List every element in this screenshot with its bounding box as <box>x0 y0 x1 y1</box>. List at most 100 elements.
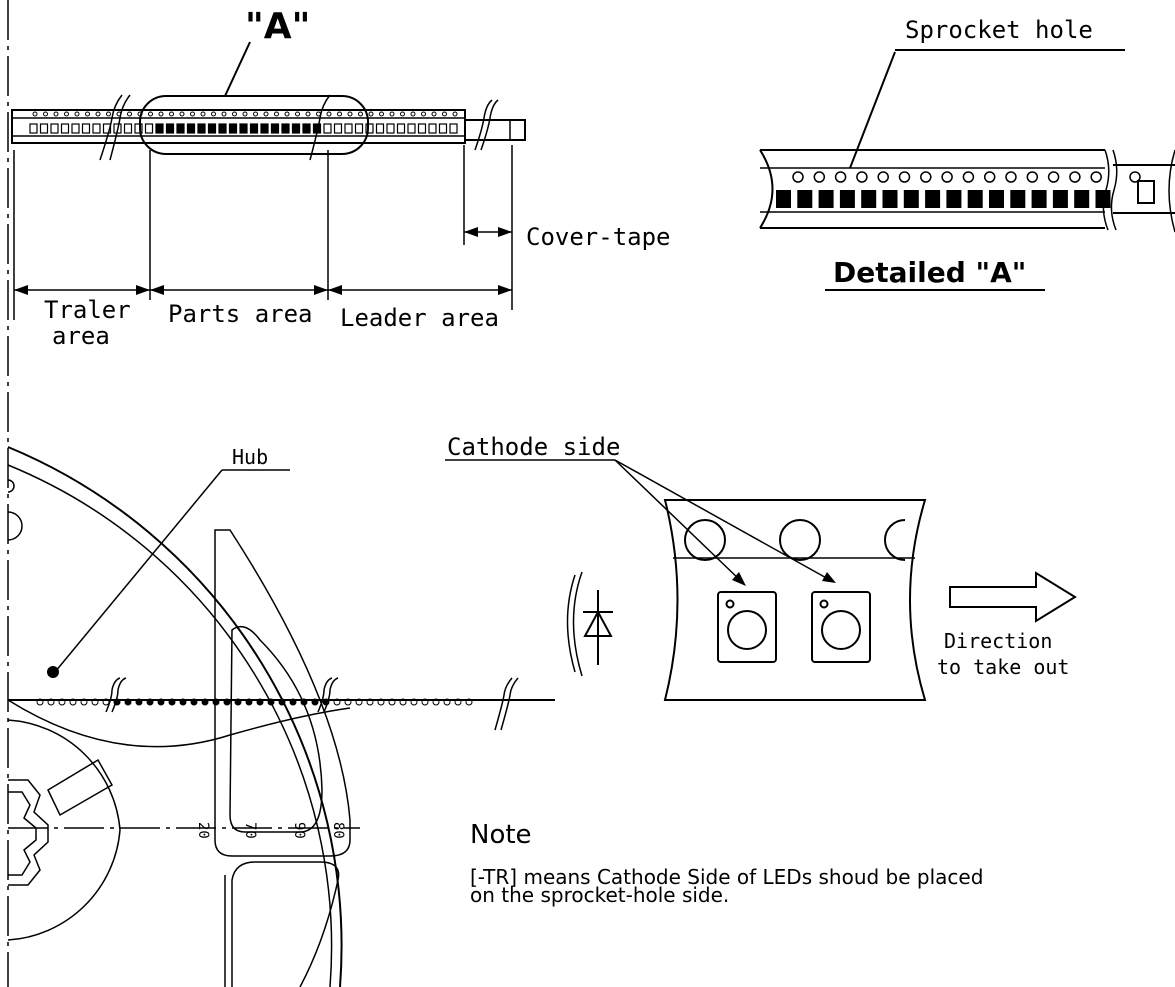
detail-part <box>967 190 983 208</box>
reel-tape-pocket <box>267 698 275 706</box>
sprocket-hole <box>431 111 437 117</box>
tape-pocket-empty <box>365 123 374 134</box>
tape-pocket-empty <box>417 123 427 134</box>
reel-tape-pocket <box>388 698 396 706</box>
reel-tape-pocket <box>333 698 341 706</box>
sprocket-hole <box>326 111 332 117</box>
sprocket-hole <box>232 111 237 117</box>
note-line-1: [-TR] means Cathode Side of LEDs shoud b… <box>470 865 983 889</box>
reel-tape-pocket <box>421 698 429 706</box>
detail-sprocket-hole <box>792 171 804 183</box>
detail-part <box>989 190 1004 208</box>
reel-tape-pocket <box>399 698 407 706</box>
hub-marker <box>47 666 59 678</box>
reel-tape-pocket <box>465 698 473 706</box>
sprocket-hole <box>137 111 143 117</box>
reel-tape-pocket <box>344 698 352 706</box>
carrier-tape <box>663 499 927 701</box>
sprocket-hole <box>242 111 248 117</box>
tape-overview <box>11 41 526 320</box>
detail-a-tape <box>759 149 1105 229</box>
sprocket-hole <box>400 111 405 117</box>
sprocket-hole <box>148 111 153 117</box>
sprocket-hole-label: Sprocket hole <box>905 16 1093 44</box>
detail-a-empty-pocket <box>1137 180 1155 204</box>
parts-area-label: Parts area <box>168 300 313 328</box>
sprocket-hole <box>85 111 90 117</box>
tape-pocket-empty <box>407 123 416 134</box>
tape-pockets <box>29 123 458 134</box>
sprocket-hole <box>43 111 48 117</box>
detail-sprocket-hole <box>1005 171 1017 183</box>
sprocket-hole <box>179 111 185 117</box>
detail-part <box>925 190 941 208</box>
tape-pocket-empty <box>449 123 458 134</box>
reel-upper-window <box>214 529 351 857</box>
leader-area-label: Leader area <box>340 304 499 332</box>
reel-tape-pocket <box>91 698 99 706</box>
reel-mark: 90 <box>291 822 307 839</box>
direction-label-1: Direction <box>944 629 1052 653</box>
detail-sprocket-hole <box>941 171 953 183</box>
cathode-side-label: Cathode side <box>447 433 620 461</box>
detail-part <box>946 190 962 208</box>
sprocket-hole <box>127 111 132 117</box>
reel-tape-pocket <box>366 698 374 706</box>
detail-part <box>861 190 877 208</box>
tape-pocket-empty <box>144 123 154 134</box>
note-line-2: on the sprocket-hole side. <box>470 883 729 907</box>
orientation-sprocket-hole <box>779 519 821 561</box>
detail-sprocket-hole <box>856 171 868 183</box>
tape-pocket-empty <box>102 123 112 134</box>
direction-arrow <box>949 571 1077 623</box>
sprocket-hole <box>211 111 216 117</box>
detail-a-outline <box>139 95 369 155</box>
tape-pocket-empty <box>344 123 353 134</box>
reel-hub <box>7 719 121 941</box>
reel-tape-pocket <box>311 698 319 706</box>
detail-sprocket-hole <box>898 171 911 183</box>
sprocket-hole <box>410 111 416 117</box>
hub-label: Hub <box>232 445 268 469</box>
reel-flange <box>7 446 343 987</box>
tape-pocket-empty <box>71 123 80 134</box>
detail-part <box>1010 190 1026 208</box>
sprocket-hole <box>158 111 164 117</box>
detail-sprocket-hole <box>920 171 932 183</box>
reel-tape-pocket <box>135 698 143 706</box>
sprocket-hole <box>379 111 384 117</box>
reel-mark: 70 <box>242 822 258 839</box>
led-part-left <box>717 591 777 663</box>
detail-marker-label: "A" <box>245 6 310 47</box>
tape-body <box>11 109 466 144</box>
sprocket-hole <box>274 111 279 117</box>
reel-tape-pocket <box>223 698 231 706</box>
sprocket-hole <box>106 111 111 117</box>
reel-tape-pocket <box>289 698 297 706</box>
sprocket-hole <box>305 111 311 117</box>
reel-tape-pocket <box>58 698 66 706</box>
tape-pocket-empty <box>29 123 38 134</box>
sprocket-hole <box>74 111 80 117</box>
led-part-right <box>811 591 871 663</box>
reel-tape-pocket <box>443 698 451 706</box>
reel-tape-pocket <box>300 698 308 706</box>
orientation-view <box>445 459 1077 701</box>
reel-tape-pocket <box>69 698 77 706</box>
sprocket-hole <box>169 111 174 117</box>
reel-tape-pocket <box>322 698 330 706</box>
detail-part <box>1095 190 1111 208</box>
tape-pocket-empty <box>333 123 343 134</box>
tape-sprocket-holes <box>32 111 458 117</box>
sprocket-hole <box>316 111 321 117</box>
detail-part <box>839 190 855 208</box>
tape-pocket-empty <box>113 123 122 134</box>
reel-tape-pocket <box>157 698 165 706</box>
tape-pocket-filled <box>155 123 164 134</box>
reel-spindle-key <box>8 779 49 886</box>
reel-marks: 20 70 90 80 <box>195 822 346 839</box>
tape-pocket-filled <box>291 123 301 134</box>
sprocket-hole <box>95 111 101 117</box>
detail-sprocket-hole <box>877 171 889 183</box>
